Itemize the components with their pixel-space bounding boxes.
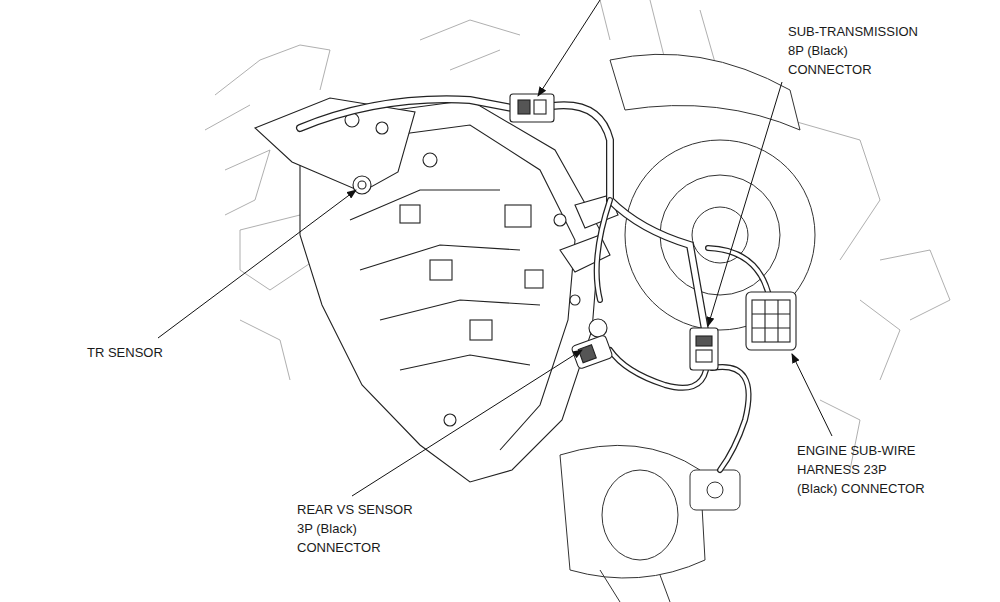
- part-label: REAR VS SENSOR 3P (Black) CONNECTOR: [297, 500, 417, 557]
- part-label: ENGINE SUB-WIRE HARNESS 23P (Black) CONN…: [797, 441, 929, 498]
- connector: [510, 94, 796, 370]
- part-label: SUB-TRANSMISSION 8P (Black) CONNECTOR: [788, 22, 928, 79]
- transmission-housing: [560, 54, 815, 602]
- leader-line: [158, 0, 832, 496]
- wire-harness: [300, 99, 770, 470]
- part-label: TR SENSOR: [87, 343, 207, 362]
